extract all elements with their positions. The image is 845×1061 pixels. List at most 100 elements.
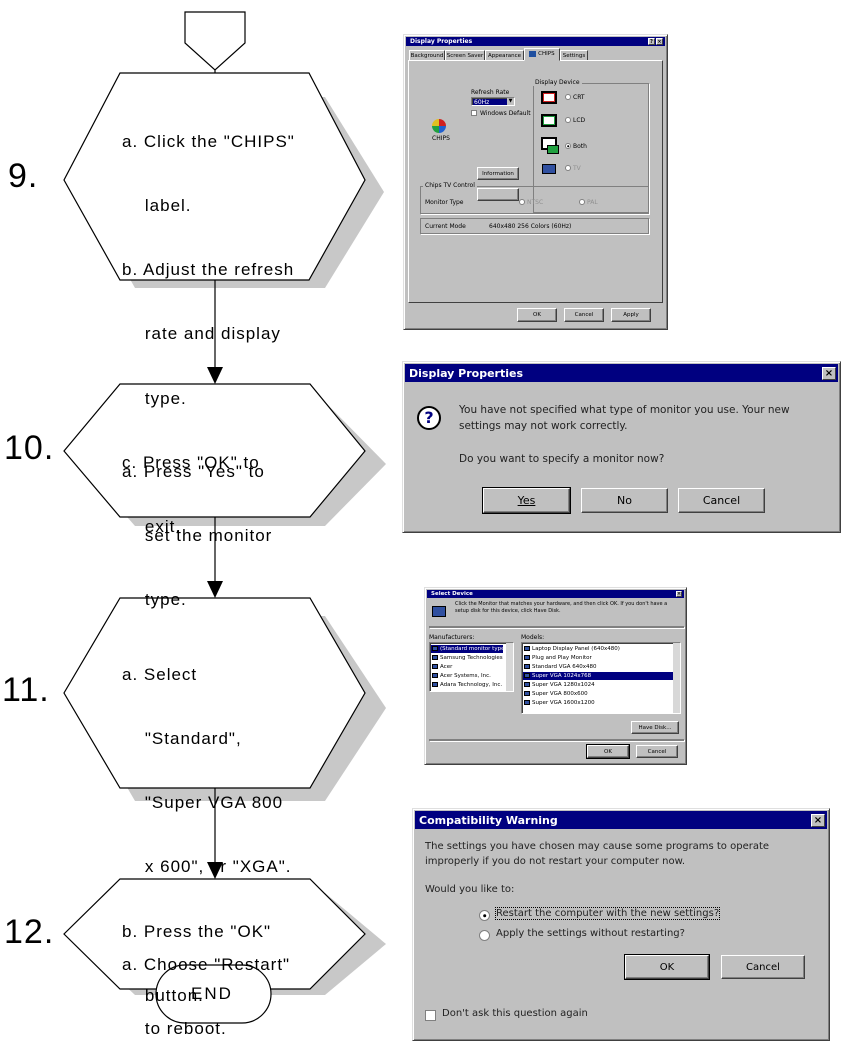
list-item[interactable]: (Standard monitor types) xyxy=(431,645,509,653)
tab-panel: CHIPS Refresh Rate 60Hz ▼ Windows Defaul… xyxy=(408,60,663,303)
cancel-button[interactable]: Cancel xyxy=(721,955,805,979)
crt-monitor-icon xyxy=(541,91,557,104)
tab-settings[interactable]: Settings xyxy=(560,50,588,60)
tab-screen-saver[interactable]: Screen Saver xyxy=(445,50,485,60)
restart-radio[interactable] xyxy=(479,910,490,921)
step-text-line: b. Press the "OK" xyxy=(122,921,272,941)
close-icon[interactable]: × xyxy=(811,813,825,827)
models-list[interactable]: Laptop Display Panel (640x480) Plug and … xyxy=(521,642,681,714)
step-text-line: a. Select xyxy=(122,664,198,684)
manufacturers-label: Manufacturers: xyxy=(429,634,475,641)
scrollbar[interactable] xyxy=(506,643,513,691)
refresh-rate-select[interactable]: 60Hz ▼ xyxy=(471,97,515,106)
cancel-button[interactable]: Cancel xyxy=(678,488,765,513)
step-12-text: a. Choose "Restart" to reboot. xyxy=(122,911,290,1061)
ok-button[interactable]: OK xyxy=(517,308,557,322)
list-item[interactable]: Super VGA 800x600 xyxy=(523,690,673,698)
windows-default-label: Windows Default xyxy=(480,110,531,117)
dialog-title: Display Properties xyxy=(410,38,473,45)
manufacturers-list[interactable]: (Standard monitor types) Samsung Technol… xyxy=(429,642,514,692)
radio-option-label: Restart the computer with the new settin… xyxy=(494,907,721,920)
title-bar: Display Properties × xyxy=(405,364,838,382)
end-label: END xyxy=(191,984,233,1003)
tv-control-group xyxy=(420,186,649,214)
chevron-down-icon[interactable]: ▼ xyxy=(507,98,514,105)
tab-appearance[interactable]: Appearance xyxy=(485,50,524,60)
yes-button[interactable]: Yes xyxy=(482,487,571,514)
tv-radio[interactable] xyxy=(565,165,571,171)
display-properties-dialog: Display Properties ? × Background Screen… xyxy=(403,34,668,330)
list-item[interactable]: Super VGA 1024x768 xyxy=(523,672,673,680)
step-11-text: a. Select "Standard", "Super VGA 800 x 6… xyxy=(122,621,292,1028)
close-icon[interactable]: × xyxy=(656,38,663,45)
step-text-line: label. xyxy=(122,196,192,216)
have-disk-button[interactable]: Have Disk... xyxy=(631,721,679,734)
step-10-text: a. Press "Yes" to set the monitor type. xyxy=(122,418,272,632)
close-icon[interactable]: × xyxy=(822,366,836,380)
both-radio[interactable] xyxy=(565,143,571,149)
list-item[interactable]: Super VGA 1280x1024 xyxy=(523,681,673,689)
title-bar: Compatibility Warning × xyxy=(415,811,827,829)
step-text-line: exit. xyxy=(122,517,182,537)
dialog-title: Select Device xyxy=(431,591,473,597)
list-item[interactable]: Super VGA 1600x1200 xyxy=(523,699,673,707)
device-option-label: CRT xyxy=(573,94,585,101)
start-connector xyxy=(184,11,246,71)
message-line: settings may not work correctly. xyxy=(459,420,628,432)
step-text-line: x 600", or "XGA". xyxy=(122,857,292,877)
list-item[interactable]: Samsung Technologies xyxy=(431,654,503,662)
title-bar: Select Device × xyxy=(427,590,684,598)
tab-background[interactable]: Background xyxy=(409,50,445,60)
list-item[interactable]: Standard VGA 640x480 xyxy=(523,663,673,671)
refresh-rate-value: 60Hz xyxy=(474,99,490,106)
list-item[interactable]: Plug and Play Monitor xyxy=(523,654,673,662)
list-item[interactable]: Acer xyxy=(431,663,503,671)
apply-without-restart-radio[interactable] xyxy=(479,930,490,941)
dont-ask-label: Don't ask this question again xyxy=(442,1008,588,1019)
scrollbar[interactable] xyxy=(673,643,680,713)
close-icon[interactable]: × xyxy=(676,591,682,597)
tab-chips[interactable]: CHIPS xyxy=(524,48,560,61)
tab-label: CHIPS xyxy=(538,51,555,57)
step-text-line: b. Adjust the refresh xyxy=(122,260,295,280)
arrowhead-icon xyxy=(207,367,223,384)
list-item[interactable]: Acer Systems, Inc. xyxy=(431,672,503,680)
step-text-line: to reboot. xyxy=(122,1019,227,1039)
cancel-button[interactable]: Cancel xyxy=(636,745,678,758)
no-button[interactable]: No xyxy=(581,488,668,513)
monitor-type-label: Monitor Type xyxy=(425,199,464,206)
chips-logo-icon xyxy=(432,119,446,133)
windows-default-checkbox[interactable] xyxy=(471,110,477,116)
step-text-line: button. xyxy=(122,985,204,1005)
arrowhead-icon xyxy=(207,581,223,598)
list-item[interactable]: Laptop Display Panel (640x480) xyxy=(523,645,673,653)
tv-icon xyxy=(542,164,556,174)
monitor-type-option: PAL xyxy=(587,199,598,206)
current-mode-box xyxy=(420,218,649,234)
title-bar: Display Properties ? × xyxy=(406,37,665,46)
dont-ask-checkbox[interactable] xyxy=(425,1010,436,1021)
lcd-monitor-icon xyxy=(541,114,557,127)
list-item[interactable]: Adara Technology, Inc. xyxy=(431,681,503,689)
information-button[interactable]: Information xyxy=(477,167,519,180)
pal-radio xyxy=(579,199,585,205)
instructions-text: Click the Monitor that matches your hard… xyxy=(455,601,668,614)
help-icon[interactable]: ? xyxy=(648,38,655,45)
step-11-hexagon xyxy=(63,597,366,789)
cancel-button[interactable]: Cancel xyxy=(564,308,604,322)
ntsc-radio xyxy=(519,199,525,205)
radio-option-label: Apply the settings without restarting? xyxy=(496,928,685,939)
crt-radio[interactable] xyxy=(565,94,571,100)
apply-button[interactable]: Apply xyxy=(611,308,651,322)
message-line: You have not specified what type of moni… xyxy=(459,404,790,416)
dialog-title: Display Properties xyxy=(409,366,524,380)
instructions-divider xyxy=(429,626,684,628)
ok-button[interactable]: OK xyxy=(624,954,710,980)
step-12-hexagon xyxy=(63,878,366,990)
step-text-line: rate and display xyxy=(122,324,281,344)
question-text: Would you like to: xyxy=(425,884,515,895)
lcd-radio[interactable] xyxy=(565,117,571,123)
ok-button[interactable]: OK xyxy=(586,744,630,759)
current-mode-label: Current Mode xyxy=(425,223,466,230)
